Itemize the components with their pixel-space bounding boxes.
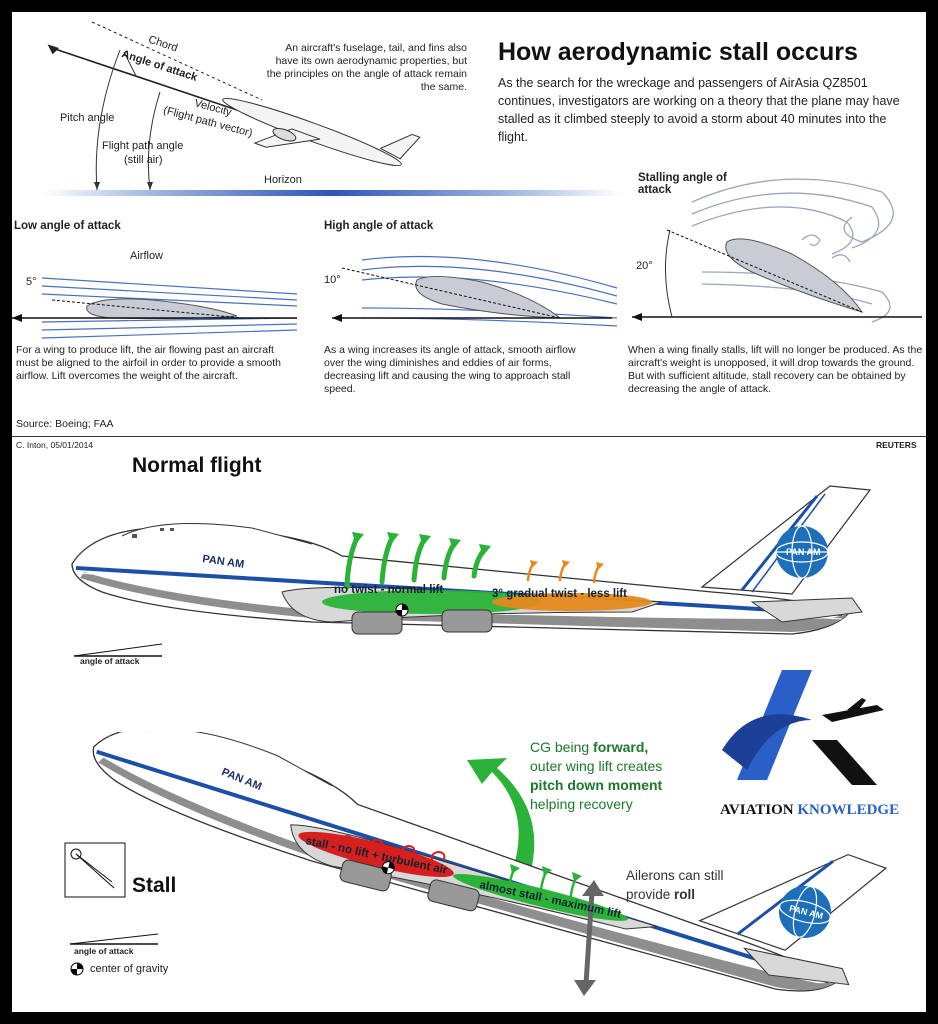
- agency-logo: REUTERS: [876, 440, 917, 450]
- stall-aircraft: PAN AM PAN AM: [92, 732, 888, 996]
- logo-text-b: KNOWLEDGE: [797, 802, 900, 818]
- cg-legend: center of gravity: [90, 963, 169, 975]
- flight-path-angle-label: Flight path angle: [102, 140, 184, 152]
- cg-note-4: helping recovery: [530, 796, 633, 812]
- chord-line: [91, 21, 263, 101]
- cg-note-2: outer wing lift creates: [530, 758, 663, 774]
- airfoil-high-diagram: [332, 255, 618, 327]
- divider: [12, 436, 926, 437]
- panel-heading-low: Low angle of attack: [14, 220, 121, 232]
- pitch-angle-label: Pitch angle: [60, 112, 115, 124]
- cg-note-3: pitch down moment: [530, 777, 663, 793]
- intro-text: As the search for the wreckage and passe…: [498, 76, 900, 144]
- cg-note: CG being forward, outer wing lift create…: [530, 738, 662, 814]
- airfoil-stall-diagram: [632, 178, 922, 323]
- angle-10-label: 10°: [324, 274, 341, 286]
- ailerons-note: Ailerons can still provide roll: [626, 866, 724, 904]
- stall-aoa-legend-icon: [69, 933, 159, 945]
- panel-caption-low: For a wing to produce lift, the air flow…: [16, 344, 281, 382]
- stall-title: Stall: [132, 874, 177, 897]
- still-air-label: (still air): [124, 154, 163, 166]
- source-note: Source: Boeing; FAA: [16, 418, 114, 430]
- credit-note: C. Inton, 05/01/2014: [16, 440, 94, 450]
- aviation-knowledge-logo: [722, 670, 884, 785]
- normal-flight-aircraft: PAN AM PAN AM: [71, 485, 872, 635]
- red-stall-zone: [298, 831, 454, 877]
- normal-aoa-legend: angle of attack: [80, 656, 140, 666]
- angle-20-label: 20°: [636, 260, 653, 272]
- stall-legend-box: [64, 842, 126, 898]
- panel-heading-stall: Stalling angle of attack: [638, 172, 727, 196]
- orange-lift-zone: [492, 593, 652, 611]
- panel-caption-stall: When a wing finally stalls, lift will no…: [628, 344, 923, 395]
- gradual-twist-label: 3° gradual twist - less lift: [492, 588, 627, 600]
- airflow-label: Airflow: [130, 250, 164, 262]
- svg-text:PAN AM: PAN AM: [786, 547, 821, 557]
- ailerons-note-2a: provide: [626, 887, 675, 902]
- small-aircraft: [222, 97, 421, 167]
- panel-heading-high: High angle of attack: [324, 220, 434, 232]
- pitch-down-arrow: [467, 758, 535, 874]
- ailerons-note-1: Ailerons can still: [626, 868, 724, 883]
- aoa-legend-icon: [73, 643, 163, 657]
- cg-note-1a: CG being: [530, 739, 594, 755]
- pitch-diagram: [42, 21, 622, 196]
- horizon-band: [42, 190, 622, 196]
- fuselage-note: An aircraft's fuselage, tail, and fins a…: [266, 42, 467, 93]
- angle-5-label: 5°: [26, 276, 37, 288]
- panel-caption-high: As a wing increases its angle of attack,…: [324, 344, 576, 395]
- svg-text:PAN AM: PAN AM: [202, 553, 245, 571]
- page-title: How aerodynamic stall occurs: [498, 38, 858, 66]
- logo-text-a: AVIATION: [720, 802, 798, 818]
- cg-note-1b: forward,: [593, 739, 649, 755]
- airfoil-low-diagram: [12, 277, 298, 339]
- green-lift-zone: [322, 590, 542, 614]
- horizon-label: Horizon: [264, 174, 302, 186]
- no-twist-label: no twist - normal lift: [334, 584, 444, 596]
- infographic: Chord Angle of attack Pitch angle Veloci…: [12, 12, 926, 1012]
- airfoil-shape: [86, 298, 238, 320]
- stall-aoa-legend: angle of attack: [74, 946, 134, 956]
- ailerons-note-2b: roll: [674, 887, 696, 902]
- normal-flight-title: Normal flight: [132, 454, 262, 477]
- cg-icon: [70, 962, 84, 976]
- logo-text: AVIATION KNOWLEDGE: [720, 802, 899, 819]
